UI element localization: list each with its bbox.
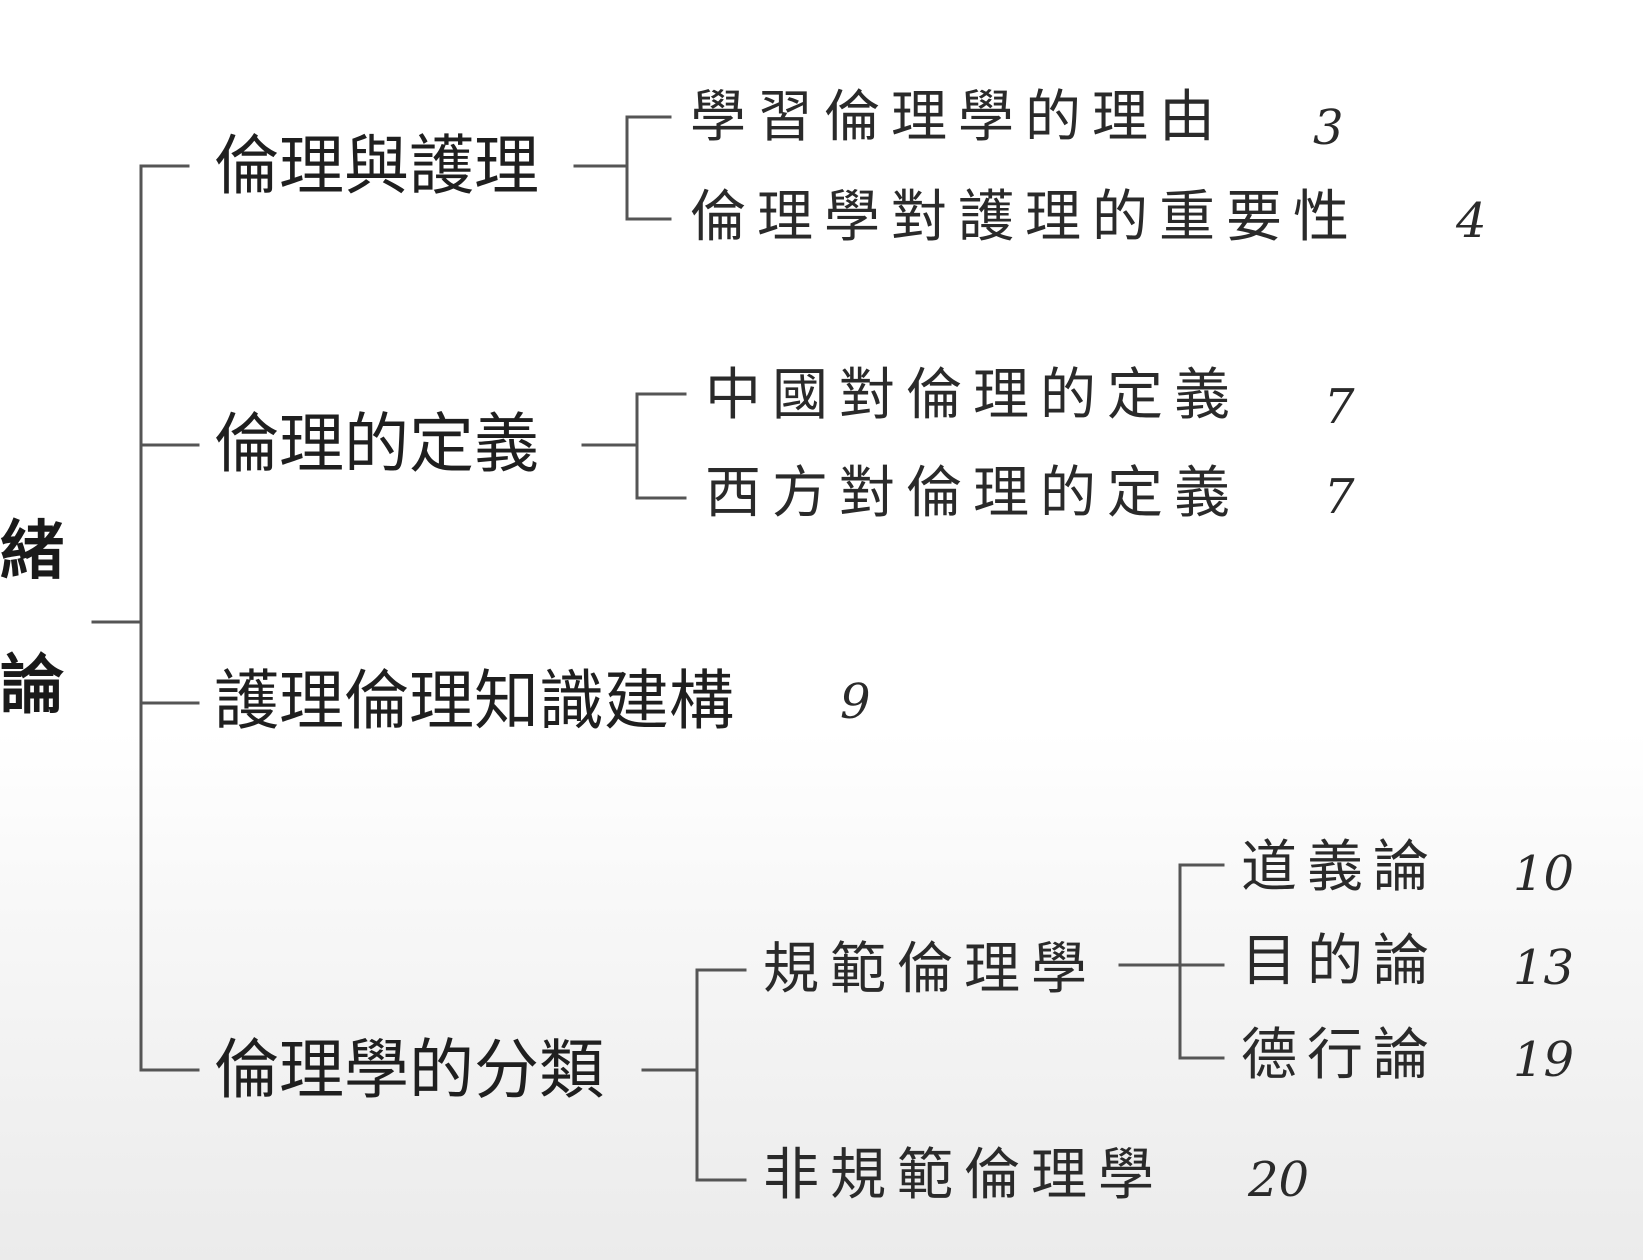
topic-chinese-definition: 中國對倫理的定義 [705,363,1241,428]
subtopic-virtue-ethics: 德行論 [1241,1023,1439,1088]
section-definition-of-ethics: 倫理的定義 [214,407,540,482]
page-number: 7 [1324,469,1355,525]
page-number: 10 [1513,846,1575,902]
section-ethics-and-nursing: 倫理與護理 [214,129,540,204]
page-number: 19 [1513,1032,1575,1088]
page-number: 7 [1324,379,1355,435]
subtopic-deontology: 道義論 [1241,835,1439,900]
page-number: 13 [1513,940,1575,996]
topic-reasons-for-studying-ethics: 學習倫理學的理由 [690,85,1226,150]
topic-importance-of-ethics-to-nursing: 倫理學對護理的重要性 [690,185,1360,250]
page-number: 3 [1313,100,1344,156]
topic-western-definition: 西方對倫理的定義 [705,461,1241,526]
section-classification-of-ethics: 倫理學的分類 [214,1033,605,1108]
root-title-char-1: 緒 [0,515,64,589]
subtopic-teleology: 目的論 [1241,929,1439,994]
page-number: 4 [1456,193,1487,249]
topic-normative-ethics: 規範倫理學 [763,937,1098,1002]
section-nursing-ethics-knowledge-construction: 護理倫理知識建構 [214,664,735,739]
topic-non-normative-ethics: 非規範倫理學 [763,1143,1165,1208]
page-number: 20 [1248,1152,1310,1208]
page-number: 9 [840,674,871,730]
root-title-char-2: 論 [0,649,64,723]
